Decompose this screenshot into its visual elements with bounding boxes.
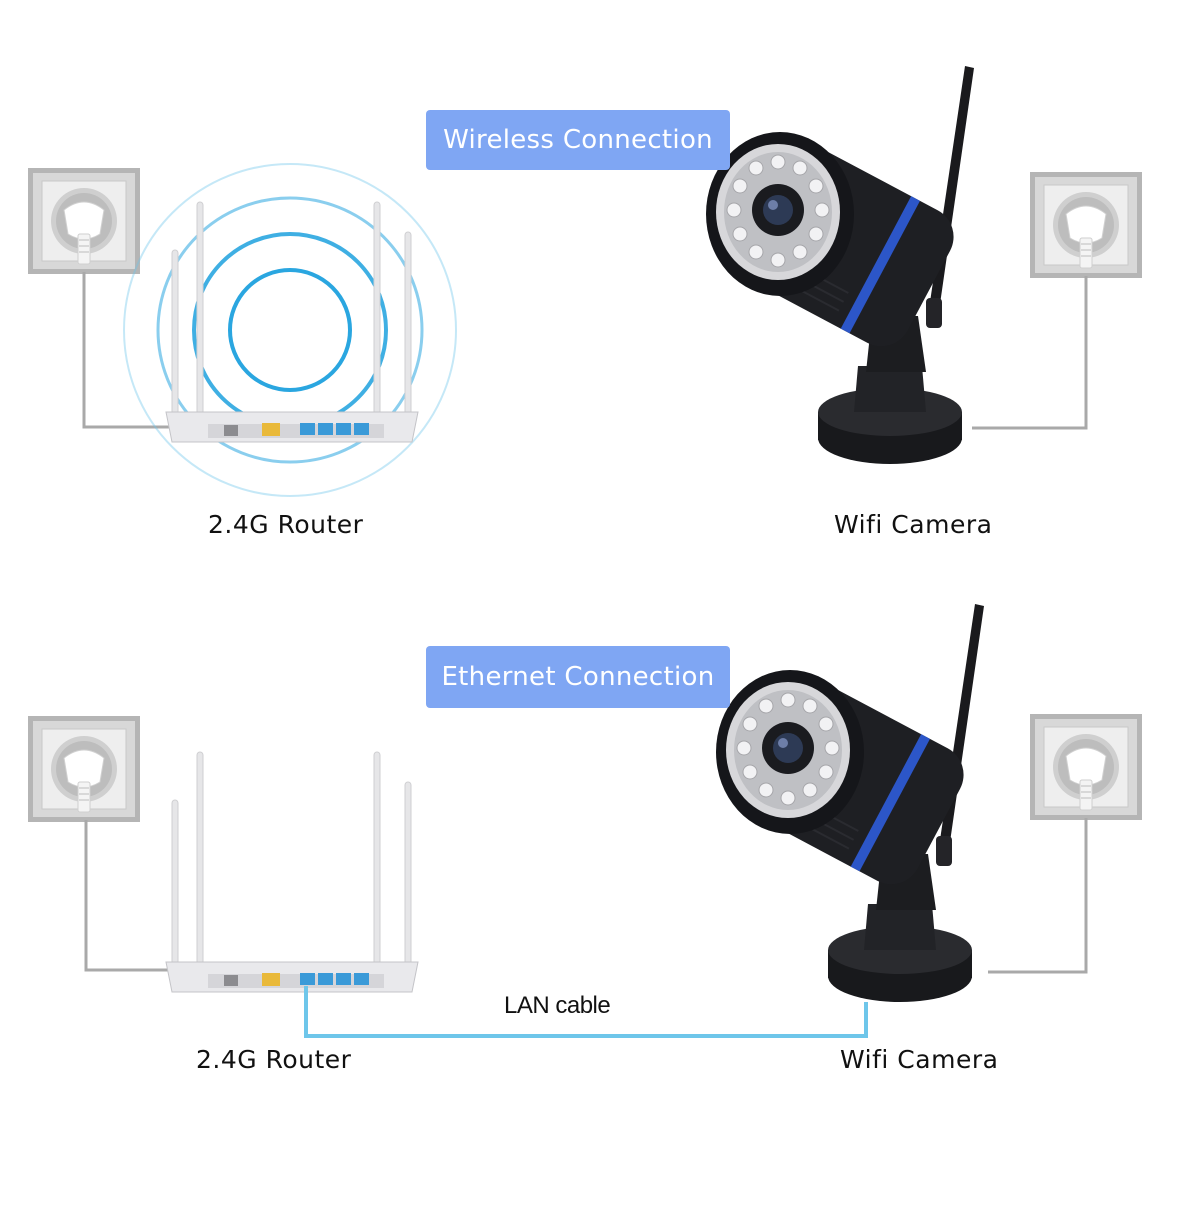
ethernet-connection-title: Ethernet Connection xyxy=(426,646,730,708)
wall-outlet-icon xyxy=(27,715,141,823)
ethernet-router-label: 2.4G Router xyxy=(196,1045,352,1074)
wireless-router-label: 2.4G Router xyxy=(208,510,364,539)
power-cord xyxy=(82,272,172,429)
wireless-camera-label: Wifi Camera xyxy=(834,510,993,539)
power-cord xyxy=(972,276,1088,430)
wall-outlet-icon xyxy=(1029,171,1143,279)
power-cord xyxy=(84,820,172,972)
camera-icon xyxy=(705,65,975,465)
wireless-connection-title: Wireless Connection xyxy=(426,110,730,170)
lan-cable xyxy=(304,986,868,1038)
power-cord xyxy=(988,818,1088,974)
wall-outlet-icon xyxy=(27,167,141,275)
wireless-section xyxy=(27,65,1143,497)
router-icon xyxy=(165,201,419,443)
camera-icon xyxy=(715,603,985,1003)
ethernet-section xyxy=(27,603,1143,1038)
ethernet-camera-label: Wifi Camera xyxy=(840,1045,999,1074)
lan-cable-label: LAN cable xyxy=(504,992,611,1019)
wifi-signal-icon xyxy=(123,163,457,497)
router-icon xyxy=(165,751,419,993)
wall-outlet-icon xyxy=(1029,713,1143,821)
